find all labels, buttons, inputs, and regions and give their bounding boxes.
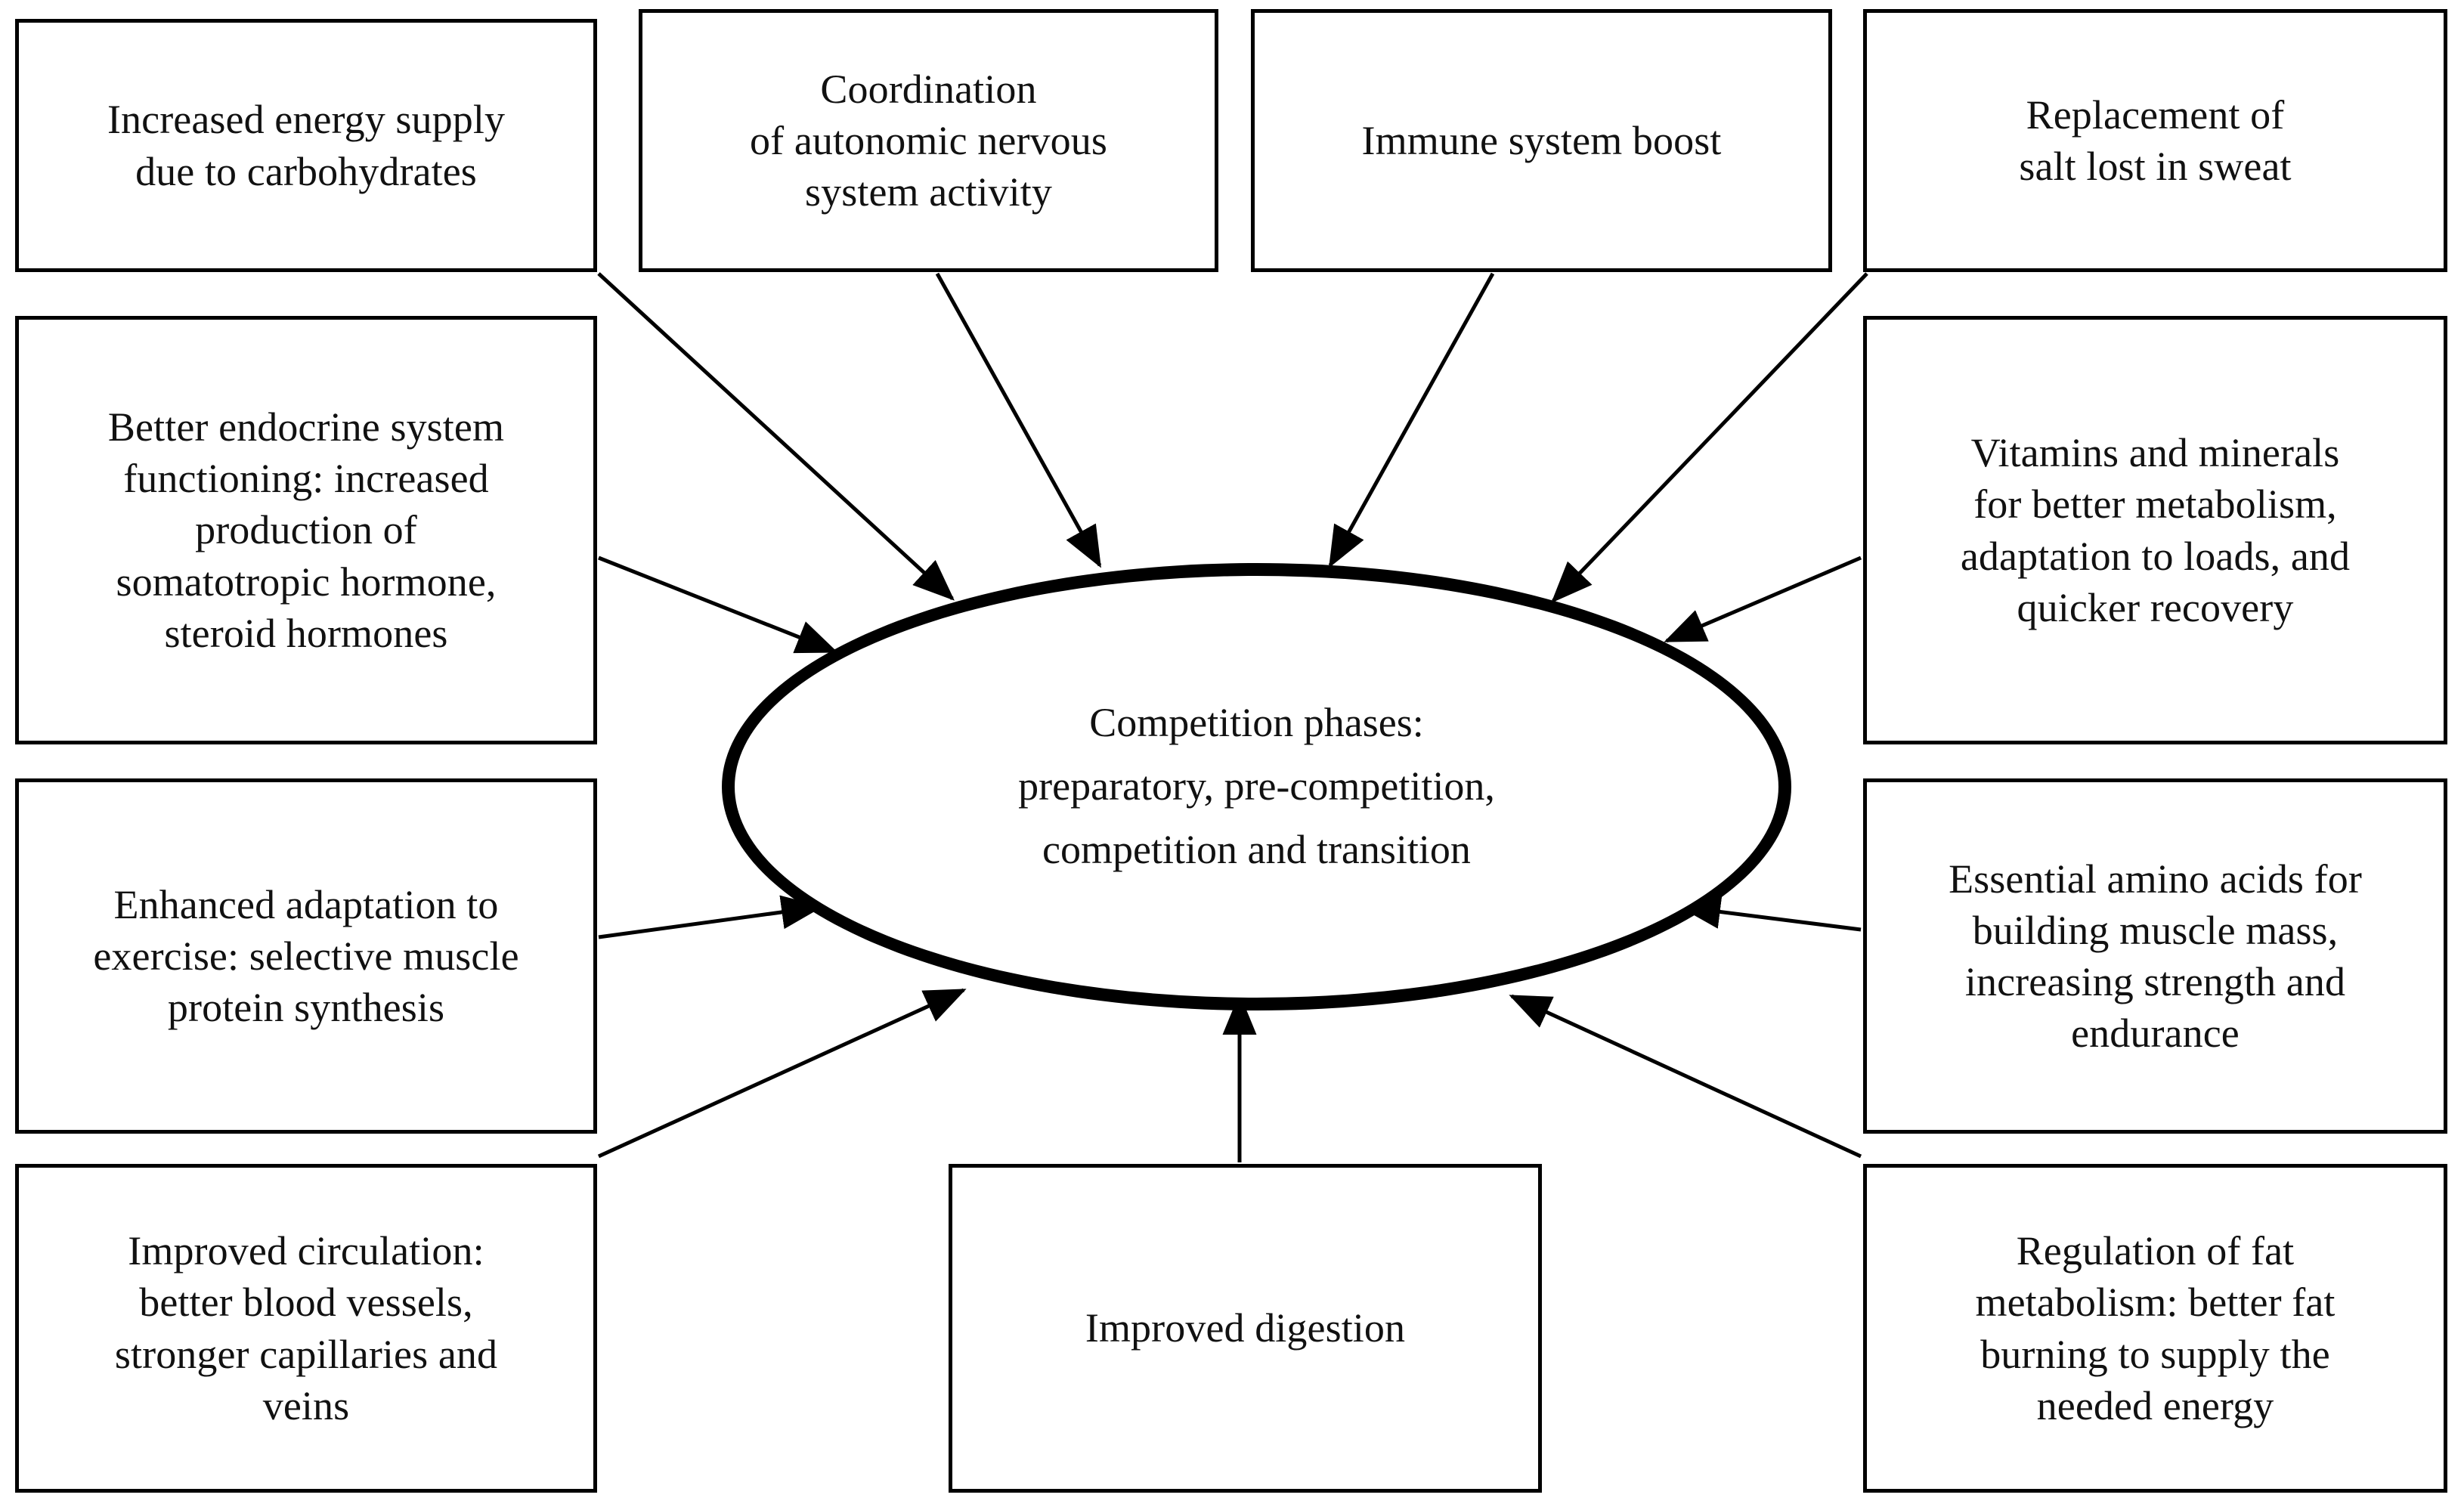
node-energy-supply-label: Increased energy supply due to carbohydr…: [107, 97, 506, 194]
arrow-endocrine-system: [598, 555, 838, 654]
node-fat-metabolism[interactable]: Regulation of fat metabolism: better fat…: [1863, 1164, 2447, 1493]
arrow-salt-replacement: [1551, 272, 1868, 603]
arrow-exercise-adaptation: [598, 895, 823, 939]
node-immune-boost[interactable]: Immune system boost: [1251, 9, 1832, 272]
node-endocrine-system-label: Better endocrine system functioning: inc…: [107, 404, 505, 656]
node-digestion[interactable]: Improved digestion: [949, 1164, 1542, 1493]
node-amino-acids-label: Essential amino acids for building muscl…: [1949, 856, 2362, 1057]
node-amino-acids[interactable]: Essential amino acids for building muscl…: [1863, 778, 2447, 1134]
node-exercise-adaptation[interactable]: Enhanced adaptation to exercise: selecti…: [15, 778, 597, 1134]
center-ellipse[interactable]: Competition phases: preparatory, pre-com…: [722, 563, 1791, 1010]
center-ellipse-label: Competition phases: preparatory, pre-com…: [1018, 700, 1495, 872]
node-circulation-label: Improved circulation: better blood vesse…: [114, 1228, 498, 1428]
arrow-vitamins-minerals: [1664, 555, 1862, 643]
arrow-coordination-ans: [935, 272, 1102, 568]
node-coordination-ans[interactable]: Coordination of autonomic nervous system…: [639, 9, 1218, 272]
node-digestion-label: Improved digestion: [1085, 1305, 1406, 1351]
arrow-amino-acids: [1679, 895, 1862, 932]
node-fat-metabolism-label: Regulation of fat metabolism: better fat…: [1975, 1228, 2336, 1428]
node-endocrine-system[interactable]: Better endocrine system functioning: inc…: [15, 316, 597, 744]
node-energy-supply[interactable]: Increased energy supply due to carbohydr…: [15, 19, 597, 272]
node-salt-replacement[interactable]: Replacement of salt lost in sweat: [1863, 9, 2447, 272]
node-immune-boost-label: Immune system boost: [1361, 117, 1722, 163]
arrow-fat-metabolism: [1509, 994, 1862, 1159]
node-exercise-adaptation-label: Enhanced adaptation to exercise: selecti…: [93, 881, 519, 1031]
node-circulation[interactable]: Improved circulation: better blood vesse…: [15, 1164, 597, 1493]
node-vitamins-minerals-label: Vitamins and minerals for better metabol…: [1960, 430, 2351, 630]
node-vitamins-minerals[interactable]: Vitamins and minerals for better metabol…: [1863, 316, 2447, 744]
arrow-energy-supply: [597, 272, 955, 601]
node-salt-replacement-label: Replacement of salt lost in sweat: [2019, 91, 2292, 189]
node-coordination-ans-label: Coordination of autonomic nervous system…: [750, 66, 1107, 215]
arrow-immune-boost: [1328, 272, 1495, 568]
arrow-circulation: [597, 988, 967, 1159]
